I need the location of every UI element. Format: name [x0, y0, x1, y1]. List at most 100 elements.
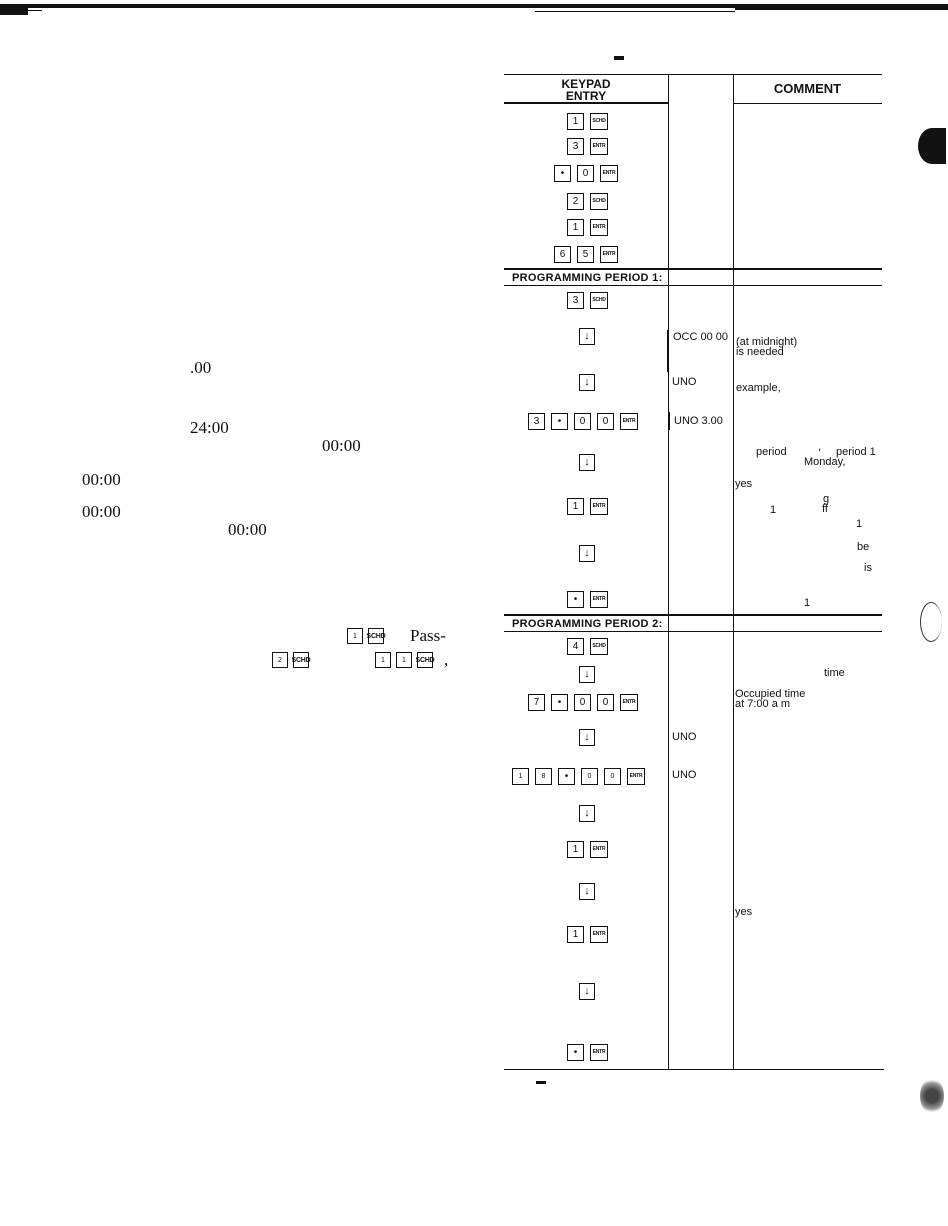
- digit-key[interactable]: 3: [528, 412, 545, 430]
- schd-key[interactable]: SCHD: [590, 112, 608, 130]
- keypad-row-3-dot-0-0-entr: 3 • 0 0 ENTR: [528, 412, 638, 430]
- digit-key[interactable]: 2: [567, 192, 584, 210]
- comment-fragment: yes: [735, 478, 753, 490]
- binding-hole-bottom: [920, 1078, 944, 1114]
- key-digit: 1: [347, 628, 363, 644]
- entr-key[interactable]: ENTR: [590, 590, 608, 608]
- display-uno-300: UNO 3.00: [674, 415, 723, 427]
- digit-key[interactable]: 3: [567, 137, 584, 155]
- comment-fragment: (at midnight): [736, 336, 798, 348]
- digit-key[interactable]: 3: [567, 291, 584, 309]
- digit-key[interactable]: 0: [597, 412, 614, 430]
- arrow-down-key[interactable]: ↓: [579, 544, 595, 562]
- footer-dash-mark: [536, 1081, 546, 1084]
- dot-key[interactable]: •: [567, 1043, 584, 1061]
- left-fragment-0000-a: 00:00: [322, 436, 361, 455]
- display-uno: UNO: [672, 769, 697, 781]
- digit-key[interactable]: 1: [567, 925, 584, 943]
- comment-fragment: is: [864, 562, 872, 574]
- header-keypad-rule: [504, 102, 668, 104]
- binding-hole-top: [918, 128, 946, 164]
- left-fragment-0000-b: 00:00: [82, 470, 121, 489]
- digit-key[interactable]: 4: [567, 637, 584, 655]
- entr-key[interactable]: ENTR: [590, 137, 608, 155]
- comment-column-divider: [733, 74, 734, 1070]
- small-dash-mark: [614, 56, 624, 60]
- schd-key[interactable]: SCHD: [590, 291, 608, 309]
- digit-key[interactable]: 8: [535, 767, 552, 785]
- dot-key[interactable]: •: [551, 693, 568, 711]
- schd-key[interactable]: SCHD: [590, 192, 608, 210]
- section1-bottom-rule: [504, 285, 882, 286]
- entr-key[interactable]: ENTR: [620, 412, 638, 430]
- display-occ-0000: OCC 00 00: [673, 331, 729, 343]
- arrow-down-key[interactable]: ↓: [579, 728, 595, 746]
- comment-fragment: 1: [804, 597, 811, 609]
- schd-key[interactable]: SCHD: [590, 637, 608, 655]
- entr-key[interactable]: ENTR: [600, 164, 618, 182]
- arrow-down-key[interactable]: ↓: [579, 327, 595, 345]
- digit-key[interactable]: 7: [528, 693, 545, 711]
- comment-fragment: Occupied time: [735, 688, 806, 700]
- comment-fragment: 1: [770, 504, 777, 516]
- dot-key[interactable]: •: [551, 412, 568, 430]
- arrow-down-key[interactable]: ↓: [579, 882, 595, 900]
- arrow-down-key[interactable]: ↓: [579, 982, 595, 1000]
- arrow-down-key[interactable]: ↓: [579, 373, 595, 391]
- section2-top-rule: [504, 614, 882, 616]
- left-fragment-pass: Pass-: [410, 626, 446, 645]
- entr-key[interactable]: ENTR: [590, 497, 608, 515]
- keypad-row-arrow: ↓: [579, 982, 595, 1000]
- entr-key[interactable]: ENTR: [600, 245, 618, 263]
- keypad-row-arrow: ↓: [579, 728, 595, 746]
- keypad-row-1-schd: 1 SCHD: [567, 112, 608, 130]
- keypad-row-1-entr: 1 ENTR: [567, 840, 608, 858]
- dot-key[interactable]: •: [558, 767, 575, 785]
- keypad-row-6-5-entr: 6 5 ENTR: [554, 245, 618, 263]
- keypad-row-arrow: ↓: [579, 373, 595, 391]
- digit-key[interactable]: 0: [597, 693, 614, 711]
- section2-bottom-rule: [504, 631, 882, 632]
- corner-mark-tail: [28, 10, 42, 11]
- digit-key[interactable]: 0: [577, 164, 594, 182]
- digit-key[interactable]: 1: [567, 840, 584, 858]
- section1-top-rule: [504, 268, 882, 270]
- digit-key[interactable]: 1: [567, 218, 584, 236]
- corner-mark: [0, 6, 28, 15]
- comment-fragment: ff: [822, 503, 828, 515]
- page-top-rule: [0, 4, 948, 8]
- arrow-down-key[interactable]: ↓: [579, 804, 595, 822]
- digit-key[interactable]: 0: [574, 412, 591, 430]
- digit-key[interactable]: 0: [574, 693, 591, 711]
- keypad-row-dot-0-entr: • 0 ENTR: [554, 164, 618, 182]
- entr-key[interactable]: ENTR: [627, 767, 645, 785]
- schd-key: SCHD: [291, 652, 311, 668]
- arrow-down-key[interactable]: ↓: [579, 453, 595, 471]
- entr-key[interactable]: ENTR: [590, 218, 608, 236]
- entr-key[interactable]: ENTR: [590, 925, 608, 943]
- digit-key[interactable]: 1: [512, 767, 529, 785]
- digit-key[interactable]: 1: [567, 497, 584, 515]
- dot-key[interactable]: •: [567, 590, 584, 608]
- table-bottom-rule: [504, 1069, 884, 1070]
- digit-key[interactable]: 0: [604, 767, 621, 785]
- entr-key[interactable]: ENTR: [620, 693, 638, 711]
- comment-fragment: ,: [818, 441, 822, 453]
- digit-key[interactable]: 1: [567, 112, 584, 130]
- arrow-down-key[interactable]: ↓: [579, 665, 595, 683]
- digit-key[interactable]: 5: [577, 245, 594, 263]
- keypad-row-1-8-dot-0-0-entr: 1 8 • 0 0 ENTR: [512, 767, 645, 785]
- keypad-row-arrow: ↓: [579, 453, 595, 471]
- keypad-row-4-schd: 4 SCHD: [567, 637, 608, 655]
- dot-key[interactable]: •: [554, 164, 571, 182]
- digit-key[interactable]: 0: [581, 767, 598, 785]
- entr-key[interactable]: ENTR: [590, 840, 608, 858]
- left-fragment-2400: 24:00: [190, 418, 229, 437]
- comment-fragment: at 7:00 a m: [735, 698, 791, 710]
- display-uno: UNO: [672, 376, 697, 388]
- top-rule-thin: [535, 11, 735, 12]
- comment-fragment: Monday,: [804, 456, 846, 468]
- comment-fragment: yes: [735, 906, 753, 918]
- entr-key[interactable]: ENTR: [590, 1043, 608, 1061]
- digit-key[interactable]: 6: [554, 245, 571, 263]
